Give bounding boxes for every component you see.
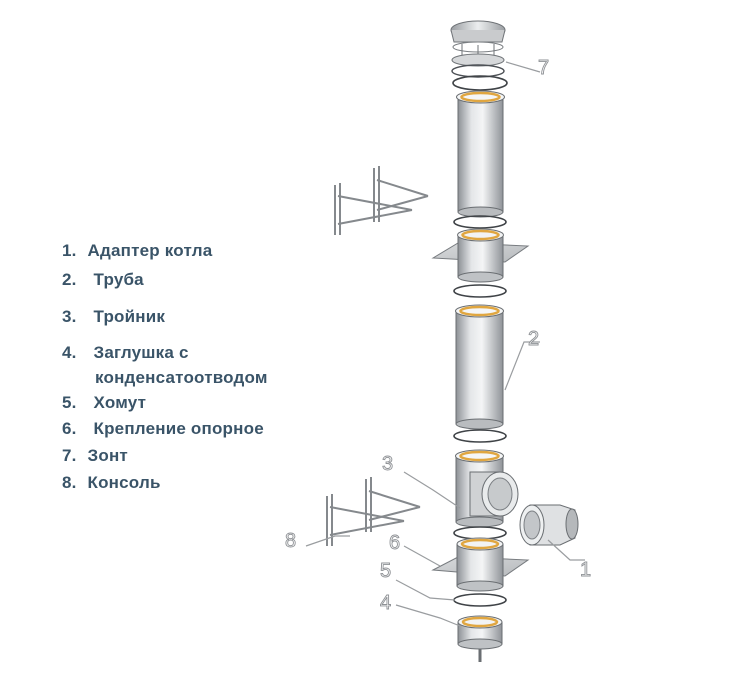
clamp-mid	[453, 284, 507, 298]
callout-4: 4	[380, 592, 391, 614]
callout-7: 7	[538, 57, 549, 79]
clamp-top	[452, 75, 508, 91]
callout-numbers: 7 2 3 1 8 6 5 4	[285, 57, 592, 615]
clamp-lower	[453, 526, 507, 540]
pipe-middle	[455, 304, 504, 430]
callout-5: 5	[380, 560, 391, 582]
umbrella-cap	[450, 20, 506, 78]
support-plate-lower	[431, 537, 530, 592]
pipe-upper	[456, 90, 505, 218]
clamp-bottom	[453, 593, 507, 607]
clamp-upper	[453, 215, 507, 229]
callout-1: 1	[580, 559, 591, 581]
callout-3: 3	[382, 453, 393, 475]
boiler-adapter	[519, 504, 579, 546]
callout-lines	[305, 61, 585, 627]
callout-6: 6	[389, 532, 400, 554]
condensate-plug	[457, 615, 503, 662]
console-upper	[334, 166, 429, 235]
console-lower	[326, 477, 421, 546]
callout-2: 2	[528, 328, 539, 350]
clamp-lower-mid	[453, 429, 507, 443]
tee	[455, 449, 519, 528]
support-plate-upper	[431, 228, 530, 283]
callout-8: 8	[285, 530, 296, 552]
